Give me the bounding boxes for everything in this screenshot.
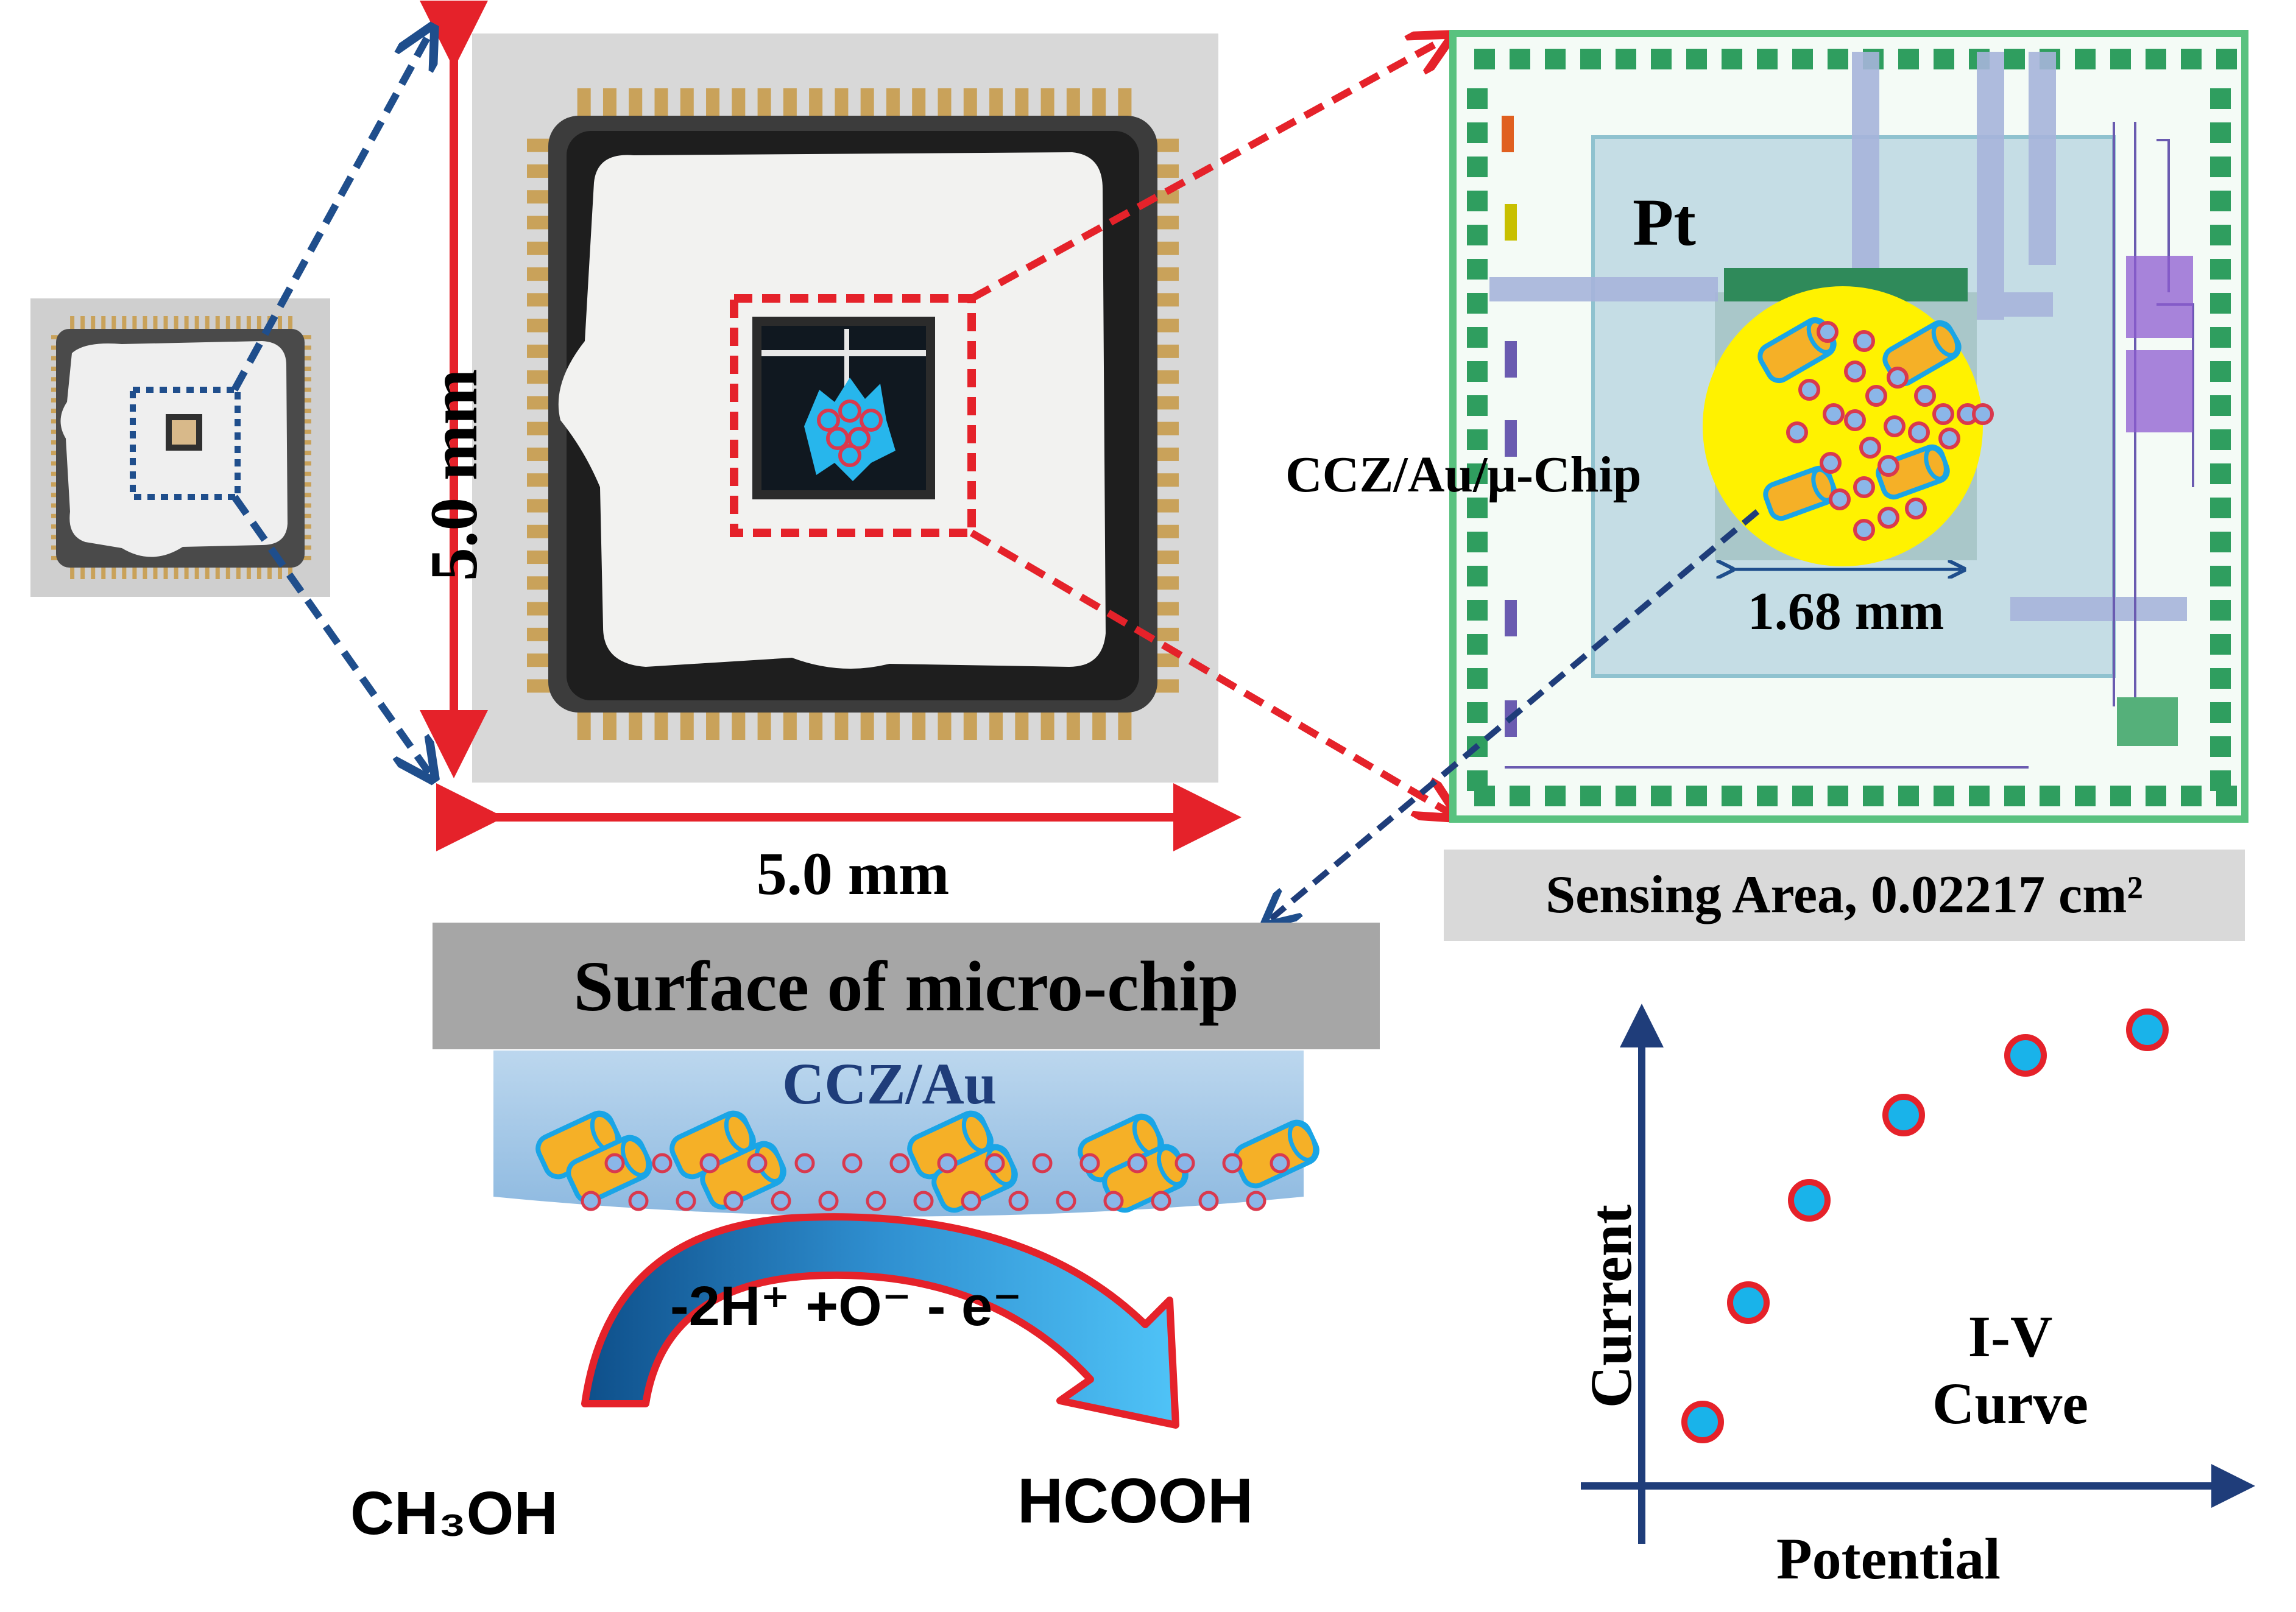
au-dot [1932,403,1954,425]
au-dot [1798,379,1820,401]
au-dot [1938,428,1960,449]
au-dot [937,1153,958,1174]
au-dot [1914,385,1936,407]
zoom-arrow-red-top [970,40,1444,302]
au-dot [1246,1191,1266,1211]
au-dot [1853,519,1875,541]
surface-bar [433,923,1380,1049]
au-dot [847,427,871,450]
au-dot [1823,403,1845,425]
zoom-arrow-top [231,33,429,392]
au-dot [842,1153,863,1174]
au-dot [1127,1153,1148,1174]
au-dot [1905,498,1927,519]
coating-au-dots [581,1153,1290,1211]
au-dot [699,1153,720,1174]
au-dot [676,1191,696,1211]
au-dot [747,1153,768,1174]
au-dot [771,1191,791,1211]
au-dot [1270,1153,1290,1174]
au-dot [1174,1153,1195,1174]
vertical-dimension-label: 5.0 mm [417,368,491,582]
au-dot [1877,455,1899,477]
au-dot [1844,361,1866,382]
au-dot [1865,385,1887,407]
au-dot [1817,321,1839,343]
pt-label: Pt [1633,185,1696,259]
sensing-area-label: Sensing Area, 0.02217 cm² [1545,865,2143,924]
surface-label: Surface of micro-chip [573,946,1239,1026]
large-chip-photo [472,33,1218,783]
iv-data-point [1727,1281,1770,1324]
au-dot [1853,330,1875,352]
au-dot [1877,507,1899,529]
iv-y-label: Current [1578,1204,1644,1409]
iv-title-line1: I-V [1968,1304,2053,1369]
chip-width-label: 1.68 mm [1747,582,1945,641]
reaction-label: -2H⁺ +O⁻ - e⁻ [670,1275,1022,1337]
au-dot [913,1191,934,1211]
au-dot [860,409,883,432]
au-dot [1008,1191,1029,1211]
au-dot [817,409,840,432]
reaction-arrow [581,1213,1179,1429]
au-dot [889,1153,910,1174]
au-dot [1844,409,1866,431]
au-dot [961,1191,981,1211]
iv-data-point [2004,1034,2047,1077]
au-dot [723,1191,744,1211]
au-dot [1820,452,1842,474]
ccz-chip-label: CCZ/Au/μ-Chip [1285,446,1642,503]
zoom-arrow-bottom [231,495,429,773]
zoom-arrow-navy [1270,509,1760,920]
reactant-label: CH₃OH [350,1479,558,1547]
au-dot [794,1153,815,1174]
au-dot [604,1153,625,1174]
product-label: HCOOH [1017,1466,1254,1536]
zoom-arrow-red-bottom [969,529,1450,813]
horizontal-dimension-label: 5.0 mm [756,840,950,907]
au-dot [1972,403,1994,425]
nanorod [1876,444,1950,500]
au-dot [838,444,861,467]
au-dot [866,1191,886,1211]
au-dot [1079,1153,1100,1174]
iv-data-point [1882,1094,1925,1136]
nanorod [535,1110,622,1180]
au-dot [1829,488,1851,510]
au-dot [838,399,861,423]
au-dot [1198,1191,1219,1211]
iv-x-label: Potential [1776,1526,2001,1591]
au-dot [1056,1191,1076,1211]
au-dot [1908,421,1930,443]
iv-title-line2: Curve [1932,1371,2088,1436]
au-dot [1887,367,1909,389]
au-dot [1859,437,1881,459]
au-dot [628,1191,649,1211]
iv-data-point [1681,1401,1724,1443]
au-dot [1032,1153,1053,1174]
iv-data-point [2126,1008,2169,1051]
ccz-au-label: CCZ/Au [782,1051,997,1116]
chip-layout-drawing [1449,30,2248,823]
au-dot [1222,1153,1243,1174]
au-dot [1103,1191,1124,1211]
small-chip-photo [30,298,330,597]
au-dot [1786,421,1808,443]
iv-chart [1581,1004,2255,1544]
sensing-area-box [1444,850,2245,941]
au-dot [1151,1191,1171,1211]
au-dot [1853,476,1875,498]
au-dot [818,1191,839,1211]
au-dot [984,1153,1005,1174]
au-dot [1884,415,1906,437]
au-dot [652,1153,673,1174]
iv-data-point [1788,1179,1831,1222]
au-dot [581,1191,601,1211]
nanorod [1763,465,1837,521]
